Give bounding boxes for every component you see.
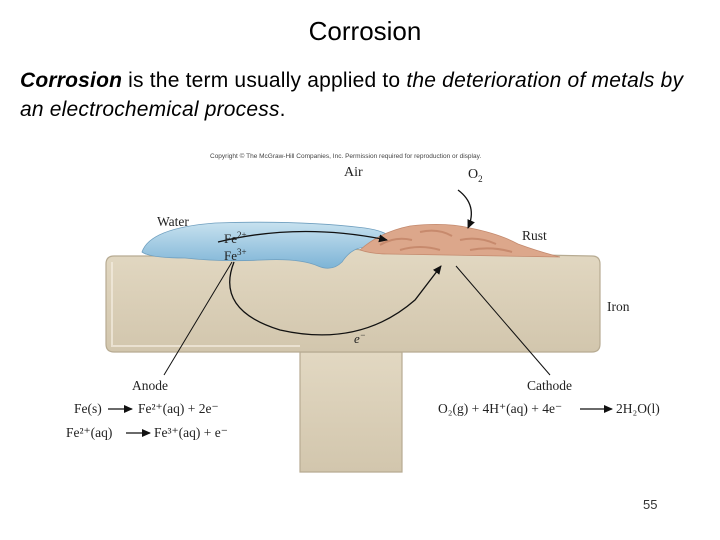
rust-label: Rust: [522, 228, 547, 243]
iron-label: Iron: [607, 299, 630, 314]
page-number: 55: [643, 497, 658, 512]
oxygen-symbol: O: [468, 167, 478, 182]
cathode-label: Cathode: [527, 378, 572, 393]
intro-paragraph: Corrosion is the term usually applied to…: [20, 66, 700, 124]
anode-eq1-reactant: Fe(s): [74, 401, 102, 416]
fe3-charge: 3+: [237, 247, 247, 257]
rust-texture: [379, 229, 513, 253]
anode-eq2-reactant: Fe²⁺(aq): [66, 425, 112, 440]
anode-label: Anode: [132, 378, 168, 393]
fe3-ion-label: Fe3+: [224, 247, 247, 263]
fe2-ion-label: Fe2+: [224, 230, 247, 246]
oxygen-label: O2: [468, 167, 483, 184]
intro-term: Corrosion: [20, 69, 123, 92]
electron-flow-arrow: [229, 261, 442, 336]
fe2-symbol: Fe: [224, 231, 237, 246]
copyright-notice: Copyright © The McGraw-Hill Companies, I…: [210, 152, 481, 160]
ion-migration-arrow: [217, 230, 388, 243]
fe3-symbol: Fe: [224, 248, 237, 263]
oxygen-subscript: 2: [478, 174, 483, 184]
intro-period: .: [279, 98, 286, 121]
electron-charge: −: [360, 330, 366, 340]
intro-definition: the deterioration of metals by an electr…: [20, 69, 684, 121]
rust-deposit: [359, 224, 561, 258]
intro-text: is the term usually applied to: [122, 69, 407, 92]
iron-post: [299, 351, 403, 473]
slide-title: Corrosion: [308, 16, 422, 46]
oxygen-arrow: [457, 189, 475, 229]
cathode-pointer: [455, 265, 551, 376]
water-label: Water: [157, 214, 189, 229]
air-label: Air: [344, 165, 363, 180]
iron-plate: [105, 248, 601, 353]
anode-pointer: [163, 261, 233, 376]
anode-eq2-products: Fe³⁺(aq) + e⁻: [154, 425, 228, 440]
fe2-charge: 2+: [237, 230, 247, 240]
electron-symbol: e: [354, 331, 360, 346]
cathode-eq-products: 2H₂O(l): [616, 401, 660, 416]
cathode-eq-reactants: O₂(g) + 4H⁺(aq) + 4e⁻: [438, 401, 562, 416]
anode-eq1-products: Fe²⁺(aq) + 2e⁻: [138, 401, 219, 416]
water-droplet: [141, 221, 393, 269]
electron-label: e−: [354, 330, 366, 346]
iron-highlight: [111, 262, 300, 347]
